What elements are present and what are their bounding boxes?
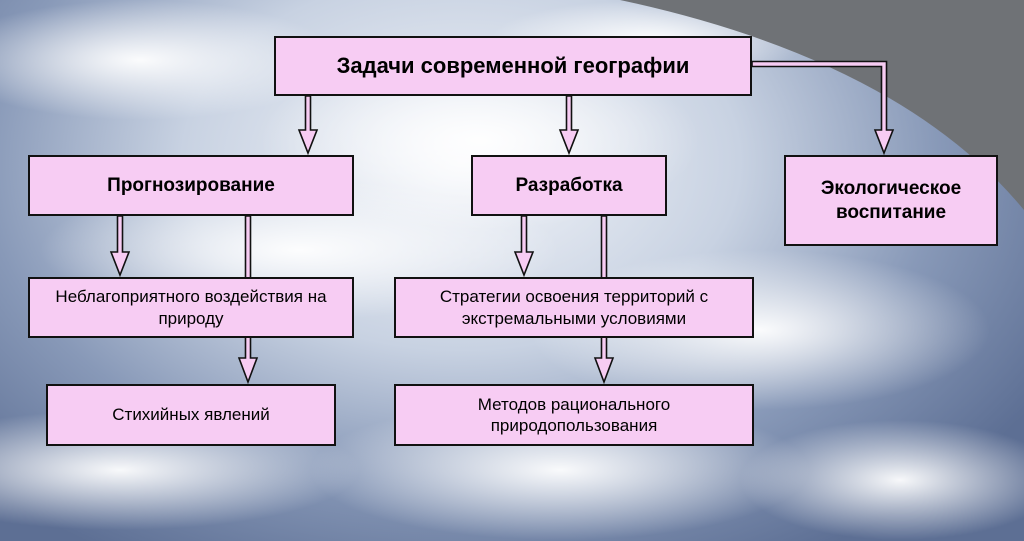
arrow-prog-nebl [109, 215, 131, 278]
node-ecology-label: Экологическое воспитание [820, 177, 962, 223]
arrow-root-prog [297, 95, 319, 156]
arrow-razr-strat [513, 215, 535, 278]
node-stikhiynykh: Стихийных явлений [46, 384, 336, 446]
node-stikhiynykh-label: Стихийных явлений [112, 405, 270, 425]
node-root: Задачи современной географии [274, 36, 752, 96]
node-neblagopriyatnogo: Неблагоприятного воздействия на природу [28, 277, 354, 338]
node-neblagopriyatnogo-label: Неблагоприятного воздействия на природу [55, 287, 327, 328]
node-strategii-label: Стратегии освоения территорий с экстрема… [439, 287, 709, 328]
node-metodov-label: Методов рационального природопользования [477, 394, 671, 435]
arrow-root-razr [558, 95, 580, 156]
node-prognozirovanie-label: Прогнозирование [107, 174, 275, 196]
space-corner [620, 0, 1024, 210]
arrow-root-eco [751, 60, 895, 156]
node-razrabotka: Разработка [471, 155, 667, 216]
node-razrabotka-label: Разработка [515, 174, 623, 196]
node-prognozirovanie: Прогнозирование [28, 155, 354, 216]
node-root-label: Задачи современной географии [336, 53, 690, 79]
node-strategii: Стратегии освоения территорий с экстрема… [394, 277, 754, 338]
node-ecology: Экологическое воспитание [784, 155, 998, 246]
node-metodov: Методов рационального природопользования [394, 384, 754, 446]
